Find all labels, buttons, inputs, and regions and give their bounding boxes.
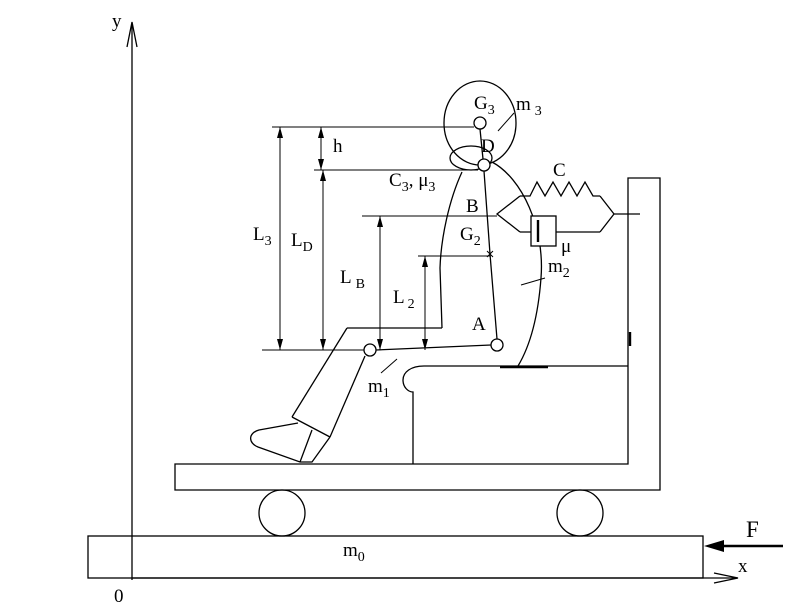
dimension-lb-arrow-bottom: [377, 339, 383, 350]
dimension-ld-arrow-bottom: [320, 339, 326, 350]
neck-joint-label: C3, μ3: [389, 170, 435, 195]
neck-stiffness-symbol: C: [389, 170, 402, 191]
mass-m3-index: 3: [535, 104, 542, 119]
shin-front-edge: [291, 327, 348, 418]
neck-damping-symbol: μ: [418, 170, 428, 191]
g2-index: 2: [474, 234, 481, 249]
wheel-left: [258, 489, 306, 537]
ld-index: D: [303, 240, 313, 255]
thigh-lower-edge: [375, 344, 492, 351]
lb-index: B: [356, 277, 365, 292]
ld-symbol: L: [291, 230, 303, 251]
point-label-b: B: [466, 196, 479, 217]
mass-m1-leader: [380, 358, 398, 374]
dimension-label-ld: LD: [291, 230, 313, 255]
mass-m3-symbol: m: [516, 94, 531, 115]
lb-symbol: L: [340, 267, 352, 288]
l2-index: 2: [408, 297, 415, 312]
x-axis-label: x: [738, 556, 748, 577]
neck-stiffness-index: 3: [402, 180, 409, 195]
cart-platform-and-backrest: [174, 177, 661, 491]
y-axis-arrow: [126, 21, 138, 48]
g2-symbol: G: [460, 224, 474, 245]
dimension-l2-arrow-bottom: [422, 339, 428, 350]
mass-label-m2: m2: [548, 256, 570, 281]
shin-back-edge: [329, 355, 366, 438]
backrest-damper-housing: [530, 215, 557, 247]
head-center-of-mass-g3: [473, 116, 487, 130]
dimension-l3-arrow-top: [277, 127, 283, 138]
head-axis-line: [479, 128, 484, 160]
mass-m1-index: 1: [383, 386, 390, 401]
g3-symbol: G: [474, 93, 488, 114]
wheel-right: [556, 489, 604, 537]
backrest-spring-c: [520, 180, 600, 198]
torso-back-contour: [491, 161, 543, 367]
point-label-g2: G2: [460, 224, 481, 249]
l3-symbol: L: [253, 224, 265, 245]
backrest-connector-right: [599, 195, 615, 233]
mass-m2-leader: [520, 277, 546, 286]
ankle-bar: [291, 416, 331, 438]
l2-symbol: L: [393, 287, 405, 308]
dimension-h-arrow-bottom: [318, 159, 324, 170]
mass-m3-leader: [497, 112, 515, 132]
x-axis-arrow: [713, 572, 739, 584]
foot-outline: [249, 422, 331, 463]
mass-m2-symbol: m: [548, 256, 563, 277]
g3-index: 3: [488, 103, 495, 118]
dimension-l3-arrow-bottom: [277, 339, 283, 350]
point-label-d: D: [481, 136, 495, 157]
force-arrow-head: [704, 540, 724, 552]
dimension-lb-arrow-top: [377, 216, 383, 227]
force-label: F: [746, 517, 759, 542]
hip-joint-a: [490, 338, 504, 352]
neck-joint-d: [477, 158, 491, 172]
mass-m0-index: 0: [358, 550, 365, 565]
dimension-h-arrow-top: [318, 127, 324, 138]
dimension-label-l3: L3: [253, 224, 272, 249]
neck-damping-index: 3: [428, 180, 435, 195]
y-axis-label: y: [112, 11, 122, 32]
mass-label-m1: m1: [368, 376, 390, 401]
mass-m0-symbol: m: [343, 540, 358, 561]
point-label-a: A: [472, 314, 486, 335]
torso-front-contour: [439, 171, 463, 329]
mass-m2-index: 2: [563, 266, 570, 281]
backrest-damping-label: μ: [561, 236, 571, 257]
ground-base: [87, 535, 704, 579]
seat-cushion: [402, 365, 628, 464]
neck-label-separator: ,: [409, 170, 419, 191]
l3-index: 3: [265, 234, 272, 249]
dimension-label-h: h: [333, 136, 343, 157]
backrest-connector-left: [495, 195, 521, 233]
dimension-ld-arrow-top: [320, 170, 326, 181]
mass-m1-symbol: m: [368, 376, 383, 397]
backrest-stiffness-label: C: [553, 160, 566, 181]
dimension-l2-arrow-top: [422, 256, 428, 267]
point-label-g3: G3: [474, 93, 495, 118]
knee-joint: [363, 343, 377, 357]
origin-label: 0: [114, 586, 124, 607]
mass-label-m0: m0: [343, 540, 365, 565]
